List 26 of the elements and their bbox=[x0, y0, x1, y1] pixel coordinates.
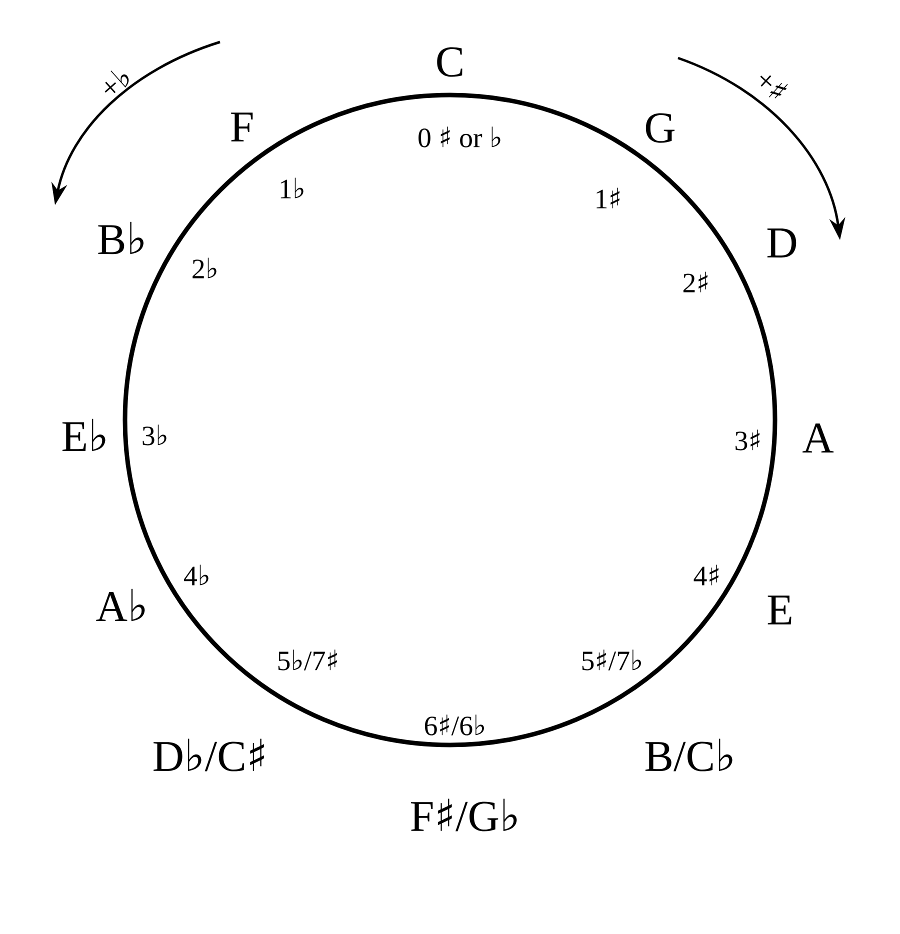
note-name: E♭ bbox=[62, 418, 106, 452]
key-signature-count: 4♯ bbox=[694, 564, 718, 586]
note-name: D bbox=[767, 228, 796, 258]
direction-label: +♭ bbox=[104, 70, 129, 94]
note-name: D♭/C♯ bbox=[154, 738, 264, 772]
key-signature-count: 1♭ bbox=[280, 178, 304, 198]
note-name: B/C♭ bbox=[645, 738, 732, 772]
key-signature-count: 5♯/7♭ bbox=[582, 650, 642, 670]
note-name: F bbox=[231, 112, 253, 142]
note-name: E bbox=[768, 596, 792, 624]
note-name: A♭ bbox=[96, 588, 145, 622]
direction-label: +♯ bbox=[760, 75, 788, 98]
key-signature-count: 6♯/6♭ bbox=[424, 714, 484, 736]
key-signature-count: 4♭ bbox=[184, 564, 208, 586]
key-signature-count: 2♭ bbox=[192, 258, 216, 278]
note-name: A bbox=[802, 423, 834, 453]
note-name: C bbox=[437, 47, 462, 77]
key-signature-count: 2♯ bbox=[683, 272, 708, 292]
key-signature-count: 3♯ bbox=[736, 430, 760, 450]
note-name: G bbox=[646, 113, 675, 143]
note-name: B♭ bbox=[98, 222, 144, 254]
key-signature-count: 3♭ bbox=[142, 424, 166, 446]
key-signature-count: 0 ♯ or ♭ bbox=[418, 126, 500, 148]
key-signature-count: 1♯ bbox=[596, 188, 620, 208]
key-signature-count: 5♭/7♯ bbox=[278, 650, 337, 670]
note-name: F♯/G♭ bbox=[411, 798, 517, 832]
